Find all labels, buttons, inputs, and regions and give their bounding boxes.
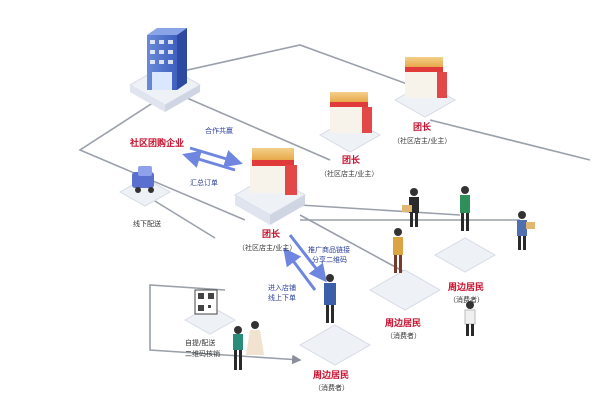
person-mid (393, 228, 403, 273)
arrow-summary (182, 150, 236, 172)
person-woman-pickup (233, 326, 243, 370)
resident-right-title: 周边居民 (448, 281, 484, 293)
label-promote: 推广商品链接 (308, 245, 350, 254)
person-far-bottom-right (464, 301, 476, 336)
resident-bottom-title: 周边居民 (313, 369, 349, 381)
label-summary-orders: 汇总订单 (190, 178, 218, 187)
label-offline-delivery: 线下配送 (133, 219, 161, 228)
enterprise-title: 社区团购企业 (129, 137, 184, 149)
label-online-order: 线上下单 (268, 293, 296, 302)
leader-2-title: 团长 (342, 154, 361, 166)
resident-mid-subtitle: （消费者） (386, 331, 421, 340)
label-share-qr: 分享二维码 (312, 255, 347, 264)
label-qr-verify: 二维码核销 (185, 349, 220, 358)
resident-mid-title: 周边居民 (385, 317, 421, 329)
leader-3-title: 团长 (413, 121, 432, 133)
arrow-cooperation (189, 146, 243, 168)
labels: 社区团购企业 合作共赢 汇总订单 线下配送 团长 （社区店主/业主） 团长 （社… (129, 121, 484, 392)
line-enterprise-mid (179, 94, 331, 161)
leader-shop-3 (393, 57, 457, 118)
arrow-promote (288, 234, 327, 283)
label-cooperation: 合作共赢 (205, 126, 233, 135)
leader-shop-main (233, 148, 307, 225)
line-offline (149, 197, 216, 239)
resident-bottom-subtitle: （消费者） (314, 383, 349, 392)
connection-lines (78, 44, 591, 365)
leader-main-title: 团长 (262, 228, 281, 240)
resident-right-subtitle: （消费者） (449, 295, 484, 304)
leader-shop-2 (318, 92, 382, 153)
qr-code-icon (183, 289, 237, 335)
person-woman-dress (246, 321, 264, 355)
enterprise-building (128, 28, 202, 112)
leader-main-subtitle: （社区店主/业主） (238, 243, 296, 252)
line-qr (149, 284, 302, 365)
line-leader-resident-mid (299, 214, 411, 276)
person-icons (233, 186, 535, 370)
person-customer-bottom (324, 274, 336, 323)
resident-platforms (298, 237, 497, 366)
leader-2-subtitle: （社区店主/业主） (320, 169, 378, 178)
person-box-carrier (402, 188, 419, 227)
label-pickup: 自提/配送 (185, 338, 215, 347)
leader-3-subtitle: （社区店主/业主） (393, 136, 451, 145)
person-courier-right (517, 211, 535, 250)
person-green-right (460, 186, 470, 231)
line-leader-resident-right (299, 204, 461, 216)
flow-arrows (182, 146, 327, 291)
delivery-truck-icon (118, 166, 172, 207)
arrow-enter-store (283, 247, 317, 291)
line-leader3-right (429, 119, 591, 161)
line-enterprise-left (78, 94, 246, 221)
line-enterprise-top (164, 44, 411, 86)
label-enter-store: 进入店铺 (268, 283, 296, 292)
